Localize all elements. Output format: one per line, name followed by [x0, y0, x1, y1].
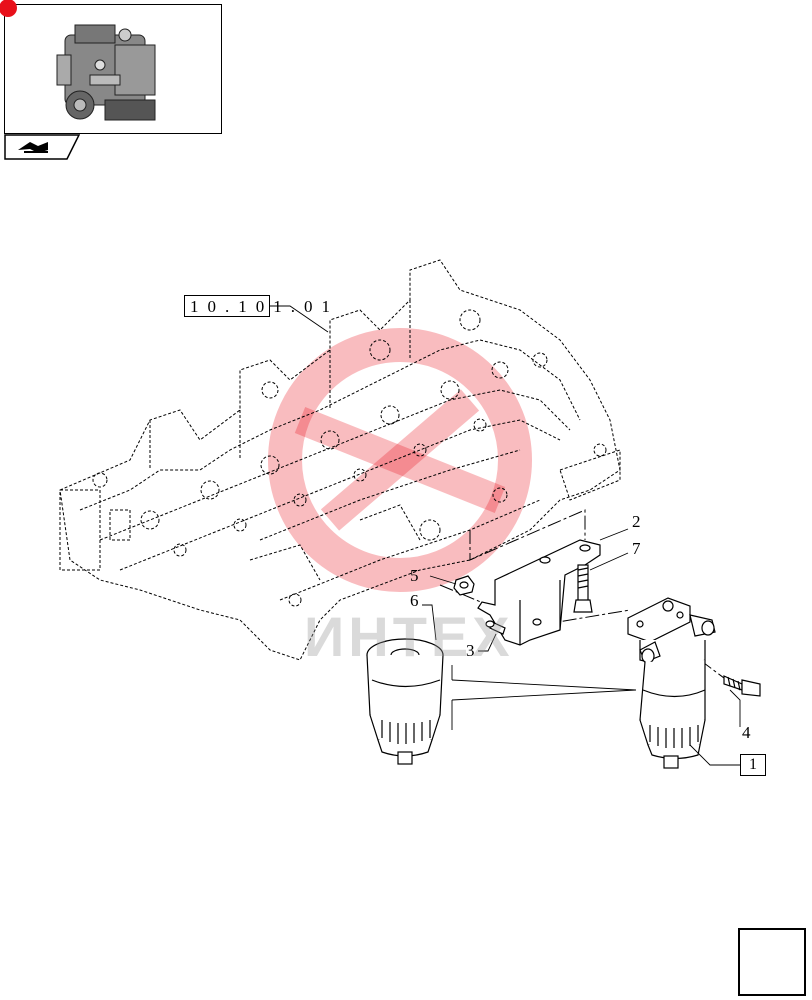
filter-cartridge: [366, 638, 444, 765]
engine-thumbnail[interactable]: [0, 0, 222, 134]
bolt-part-long: [723, 675, 761, 697]
reference-box[interactable]: [184, 295, 270, 317]
cylinder-head: [59, 259, 621, 661]
watermark-logo: [268, 328, 532, 592]
callout-5: 5: [410, 566, 419, 585]
leader-lines: [270, 305, 741, 766]
mounting-bracket: [477, 539, 601, 646]
filter-assembly: [627, 597, 716, 769]
arrow-right-icon: [18, 142, 48, 153]
next-page-button[interactable]: [738, 928, 806, 996]
callout-4: 4: [742, 723, 751, 742]
nut-part: [453, 575, 475, 596]
callout-7: 7: [632, 539, 641, 558]
callout-2: 2: [632, 512, 641, 531]
bolt-part: [573, 564, 593, 613]
small-screw-part: [485, 620, 506, 635]
reference-label[interactable]: 10.101.01: [190, 297, 339, 316]
engine-thumbnail-image: [56, 24, 156, 121]
callout-1: 1: [740, 754, 766, 776]
watermark-text: ИНТЕХ: [304, 605, 514, 668]
section-tab[interactable]: [4, 134, 80, 160]
callout-6: 6: [410, 591, 419, 610]
callout-3: 3: [466, 641, 475, 660]
corner-marker: [0, 0, 17, 17]
